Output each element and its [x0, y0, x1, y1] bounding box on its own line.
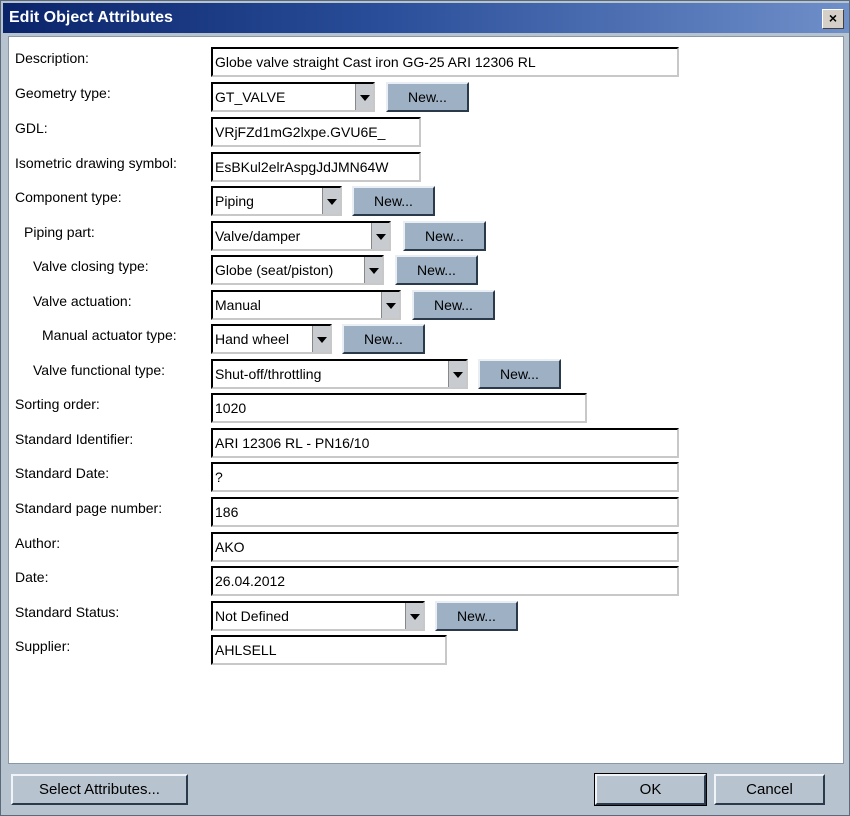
standard-page-number-row: Standard page number: 186 [9, 492, 845, 527]
valve-closing-type-value: Globe (seat/piston) [215, 262, 334, 278]
chevron-down-icon[interactable] [371, 223, 389, 249]
chevron-down-icon[interactable] [381, 292, 399, 318]
author-row: Author: AKO [9, 527, 845, 562]
valve-actuation-select[interactable]: Manual [211, 290, 401, 320]
select-attributes-button[interactable]: Select Attributes... [11, 774, 188, 805]
piping-part-row: Piping part: Valve/damper New... [9, 216, 845, 251]
standard-page-number-input[interactable]: 186 [211, 497, 679, 527]
valve-actuation-label: Valve actuation: [33, 293, 132, 309]
component-type-select[interactable]: Piping [211, 186, 342, 216]
close-button[interactable]: × [822, 9, 844, 29]
cancel-button[interactable]: Cancel [714, 774, 825, 805]
sorting-order-input[interactable]: 1020 [211, 393, 587, 423]
geometry-type-value: GT_VALVE [215, 89, 286, 105]
manual-actuator-type-select[interactable]: Hand wheel [211, 324, 332, 354]
piping-part-new-button[interactable]: New... [403, 221, 486, 251]
valve-closing-type-label: Valve closing type: [33, 258, 149, 274]
chevron-down-icon[interactable] [322, 188, 340, 214]
geometry-type-row: Geometry type: GT_VALVE New... [9, 77, 845, 112]
valve-functional-type-value: Shut-off/throttling [215, 366, 322, 382]
chevron-down-icon[interactable] [355, 84, 373, 110]
piping-part-value: Valve/damper [215, 228, 301, 244]
manual-actuator-type-value: Hand wheel [215, 331, 289, 347]
description-row: Description: Globe valve straight Cast i… [9, 42, 845, 77]
supplier-row: Supplier: AHLSELL [9, 630, 845, 665]
manual-actuator-type-new-button[interactable]: New... [342, 324, 425, 354]
standard-status-label: Standard Status: [15, 604, 120, 620]
isometric-symbol-input[interactable]: EsBKul2elrAspgJdJMN64W [211, 152, 421, 182]
component-type-new-button[interactable]: New... [352, 186, 435, 216]
manual-actuator-type-row: Manual actuator type: Hand wheel New... [9, 319, 845, 354]
component-type-label: Component type: [15, 189, 122, 205]
geometry-type-label: Geometry type: [15, 85, 111, 101]
standard-status-value: Not Defined [215, 608, 289, 624]
geometry-type-new-button[interactable]: New... [386, 82, 469, 112]
valve-closing-type-row: Valve closing type: Globe (seat/piston) … [9, 250, 845, 285]
valve-actuation-row: Valve actuation: Manual New... [9, 285, 845, 320]
component-type-row: Component type: Piping New... [9, 181, 845, 216]
valve-functional-type-row: Valve functional type: Shut-off/throttli… [9, 354, 845, 389]
author-input[interactable]: AKO [211, 532, 679, 562]
description-label: Description: [15, 50, 89, 66]
piping-part-select[interactable]: Valve/damper [211, 221, 391, 251]
chevron-down-icon[interactable] [312, 326, 330, 352]
chevron-down-icon[interactable] [405, 603, 423, 629]
gdl-input[interactable]: VRjFZd1mG2lxpe.GVU6E_ [211, 117, 421, 147]
isometric-symbol-label: Isometric drawing symbol: [15, 155, 177, 171]
supplier-label: Supplier: [15, 638, 71, 654]
date-input[interactable]: 26.04.2012 [211, 566, 679, 596]
window-title: Edit Object Attributes [9, 9, 173, 26]
sorting-order-label: Sorting order: [15, 396, 100, 412]
isometric-symbol-row: Isometric drawing symbol: EsBKul2elrAspg… [9, 147, 845, 182]
standard-identifier-row: Standard Identifier: ARI 12306 RL - PN16… [9, 423, 845, 458]
valve-closing-type-select[interactable]: Globe (seat/piston) [211, 255, 384, 285]
manual-actuator-type-label: Manual actuator type: [42, 327, 177, 343]
date-row: Date: 26.04.2012 [9, 561, 845, 596]
valve-actuation-value: Manual [215, 297, 261, 313]
description-input[interactable]: Globe valve straight Cast iron GG-25 ARI… [211, 47, 679, 77]
valve-functional-type-label: Valve functional type: [33, 362, 166, 378]
attributes-form: Description: Globe valve straight Cast i… [8, 36, 844, 764]
standard-date-row: Standard Date: ? [9, 457, 845, 492]
ok-button[interactable]: OK [594, 773, 707, 806]
date-label: Date: [15, 569, 49, 585]
standard-status-new-button[interactable]: New... [435, 601, 518, 631]
standard-status-select[interactable]: Not Defined [211, 601, 425, 631]
standard-identifier-input[interactable]: ARI 12306 RL - PN16/10 [211, 428, 679, 458]
chevron-down-icon[interactable] [448, 361, 466, 387]
standard-page-number-label: Standard page number: [15, 500, 163, 516]
gdl-label: GDL: [15, 120, 48, 136]
standard-status-row: Standard Status: Not Defined New... [9, 596, 845, 631]
gdl-row: GDL: VRjFZd1mG2lxpe.GVU6E_ [9, 112, 845, 147]
supplier-input[interactable]: AHLSELL [211, 635, 447, 665]
valve-functional-type-select[interactable]: Shut-off/throttling [211, 359, 468, 389]
standard-date-input[interactable]: ? [211, 462, 679, 492]
author-label: Author: [15, 535, 61, 551]
standard-date-label: Standard Date: [15, 465, 110, 481]
component-type-value: Piping [215, 193, 254, 209]
valve-closing-type-new-button[interactable]: New... [395, 255, 478, 285]
standard-identifier-label: Standard Identifier: [15, 431, 134, 447]
title-bar[interactable]: Edit Object Attributes × [3, 3, 849, 33]
valve-actuation-new-button[interactable]: New... [412, 290, 495, 320]
chevron-down-icon[interactable] [364, 257, 382, 283]
sorting-order-row: Sorting order: 1020 [9, 388, 845, 423]
piping-part-label: Piping part: [24, 224, 95, 240]
valve-functional-type-new-button[interactable]: New... [478, 359, 561, 389]
geometry-type-select[interactable]: GT_VALVE [211, 82, 375, 112]
